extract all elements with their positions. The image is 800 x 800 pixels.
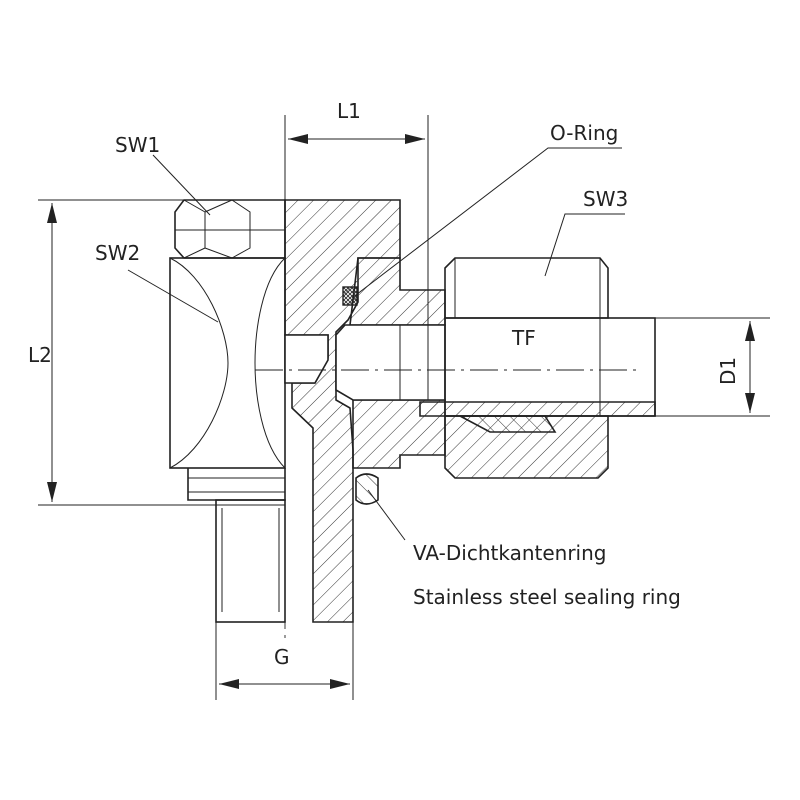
label-o-ring: O-Ring [550,121,618,145]
leader-sw3 [544,213,625,277]
dimension-l2 [38,199,285,506]
hex-body-sw2 [169,199,286,623]
leader-sw2 [127,269,219,323]
label-sw1: SW1 [115,133,160,157]
leader-sealing-ring [367,489,406,541]
dim-label-g: G [274,645,290,669]
tube-tf [419,317,656,417]
dimension-g [215,622,354,700]
union-nut-sw3 [444,257,609,479]
dim-label-d1: D1 [716,357,740,385]
label-sw2: SW2 [95,241,140,265]
label-sealing-ring-en: Stainless steel sealing ring [413,585,681,609]
leader-sw1 [152,154,211,216]
label-sw3: SW3 [583,187,628,211]
dim-label-l1: L1 [337,99,361,123]
label-tf: TF [511,326,536,350]
dimension-l1 [284,115,429,400]
dim-label-l2: L2 [28,343,52,367]
label-sealing-ring-de: VA-Dichtkantenring [413,541,606,565]
dimension-d1 [655,317,770,417]
leader-o-ring [351,147,622,299]
banjo-body-section [284,199,401,623]
